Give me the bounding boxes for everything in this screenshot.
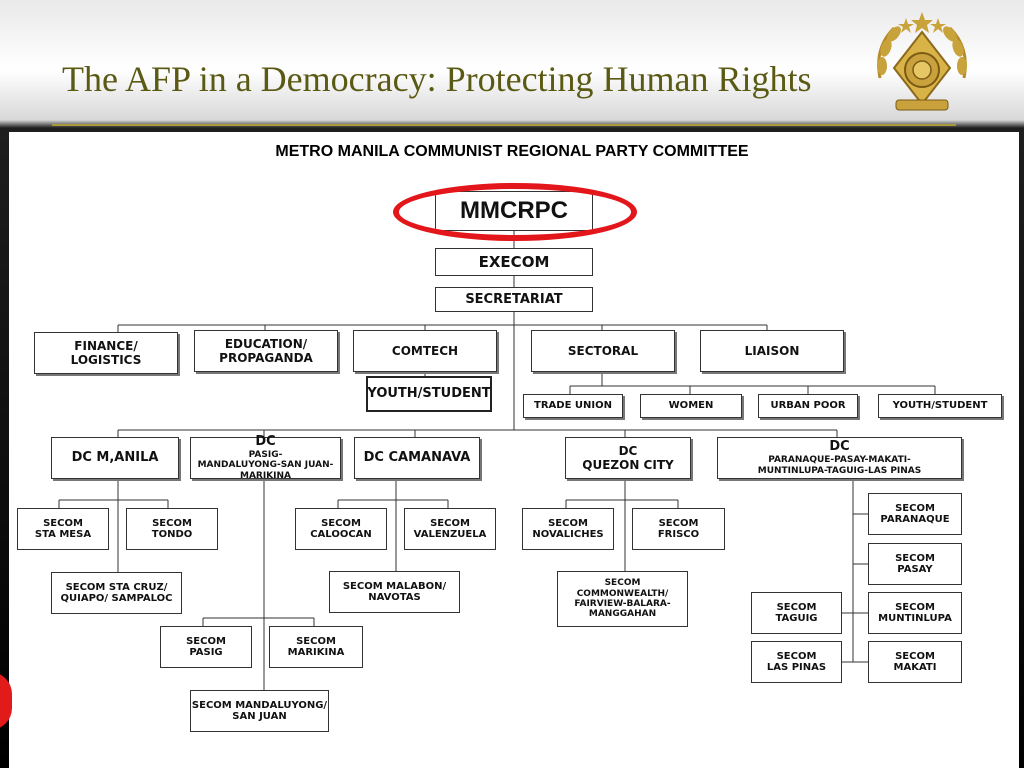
afp-seal-emblem-icon	[877, 12, 967, 111]
comtech-box: COMTECH	[353, 330, 497, 372]
title-divider	[52, 124, 956, 126]
secretariat-box: SECRETARIAT	[435, 287, 593, 312]
secom-novaliches-box: SECOM NOVALICHES	[522, 508, 614, 550]
secom-mandaluyong-box: SECOM MANDALUYONG/ SAN JUAN	[190, 690, 329, 732]
secom-paranaque-box: SECOM PARANAQUE	[868, 493, 962, 535]
urban-poor-box: URBAN POOR	[758, 394, 858, 418]
dc-paranaque-box: DC PARANAQUE-PASAY-MAKATI- MUNTINLUPA-TA…	[717, 437, 962, 479]
chart-title: METRO MANILA COMMUNIST REGIONAL PARTY CO…	[275, 143, 749, 160]
secom-sta-mesa-box: SECOM STA MESA	[17, 508, 109, 550]
secom-las-pinas-box: SECOM LAS PINAS	[751, 641, 842, 683]
secom-makati-box: SECOM MAKATI	[868, 641, 962, 683]
secom-valenzuela-box: SECOM VALENZUELA	[404, 508, 496, 550]
dc-paranaque-areas: PARANAQUE-PASAY-MAKATI- MUNTINLUPA-TAGUI…	[757, 455, 922, 476]
secom-commonwealth-box: SECOM COMMONWEALTH/ FAIRVIEW-BALARA- MAN…	[557, 571, 688, 627]
comtech-youth-student-box: YOUTH/STUDENT	[366, 376, 492, 412]
dc-manila-box: DC M,ANILA	[51, 437, 179, 479]
secom-pasig-box: SECOM PASIG	[160, 626, 252, 668]
secom-muntinlupa-box: SECOM MUNTINLUPA	[868, 592, 962, 634]
dc-pasig-box: DC PASIG- MANDALUYONG-SAN JUAN- MARIKINA	[190, 434, 341, 482]
sectoral-box: SECTORAL	[531, 330, 675, 372]
secom-caloocan-box: SECOM CALOOCAN	[295, 508, 387, 550]
liaison-box: LIAISON	[700, 330, 844, 372]
secom-marikina-box: SECOM MARIKINA	[269, 626, 363, 668]
dc-camanava-box: DC CAMANAVA	[354, 437, 480, 479]
secom-sta-cruz-box: SECOM STA CRUZ/ QUIAPO/ SAMPALOC	[51, 572, 182, 614]
red-side-marker	[0, 672, 12, 730]
secom-pasay-box: SECOM PASAY	[868, 543, 962, 585]
education-propaganda-box: EDUCATION/ PROPAGANDA	[194, 330, 338, 372]
trade-union-box: TRADE UNION	[523, 394, 623, 418]
dc-pasig-areas: PASIG- MANDALUYONG-SAN JUAN- MARIKINA	[197, 449, 334, 482]
youth-student-sector-box: YOUTH/STUDENT	[878, 394, 1002, 418]
secom-tondo-box: SECOM TONDO	[126, 508, 218, 550]
execom-box: EXECOM	[435, 248, 593, 276]
women-box: WOMEN	[640, 394, 742, 418]
finance-logistics-box: FINANCE/ LOGISTICS	[34, 332, 178, 374]
secom-malabon-box: SECOM MALABON/ NAVOTAS	[329, 571, 460, 613]
dc-paranaque-label: DC	[829, 439, 850, 455]
secom-frisco-box: SECOM FRISCO	[632, 508, 725, 550]
dc-quezon-city-box: DC QUEZON CITY	[565, 437, 691, 479]
dc-pasig-label: DC	[255, 434, 276, 450]
slide-title: The AFP in a Democracy: Protecting Human…	[62, 59, 812, 99]
secom-taguig-box: SECOM TAGUIG	[751, 592, 842, 634]
mmcrpc-highlight-ring	[393, 183, 637, 241]
